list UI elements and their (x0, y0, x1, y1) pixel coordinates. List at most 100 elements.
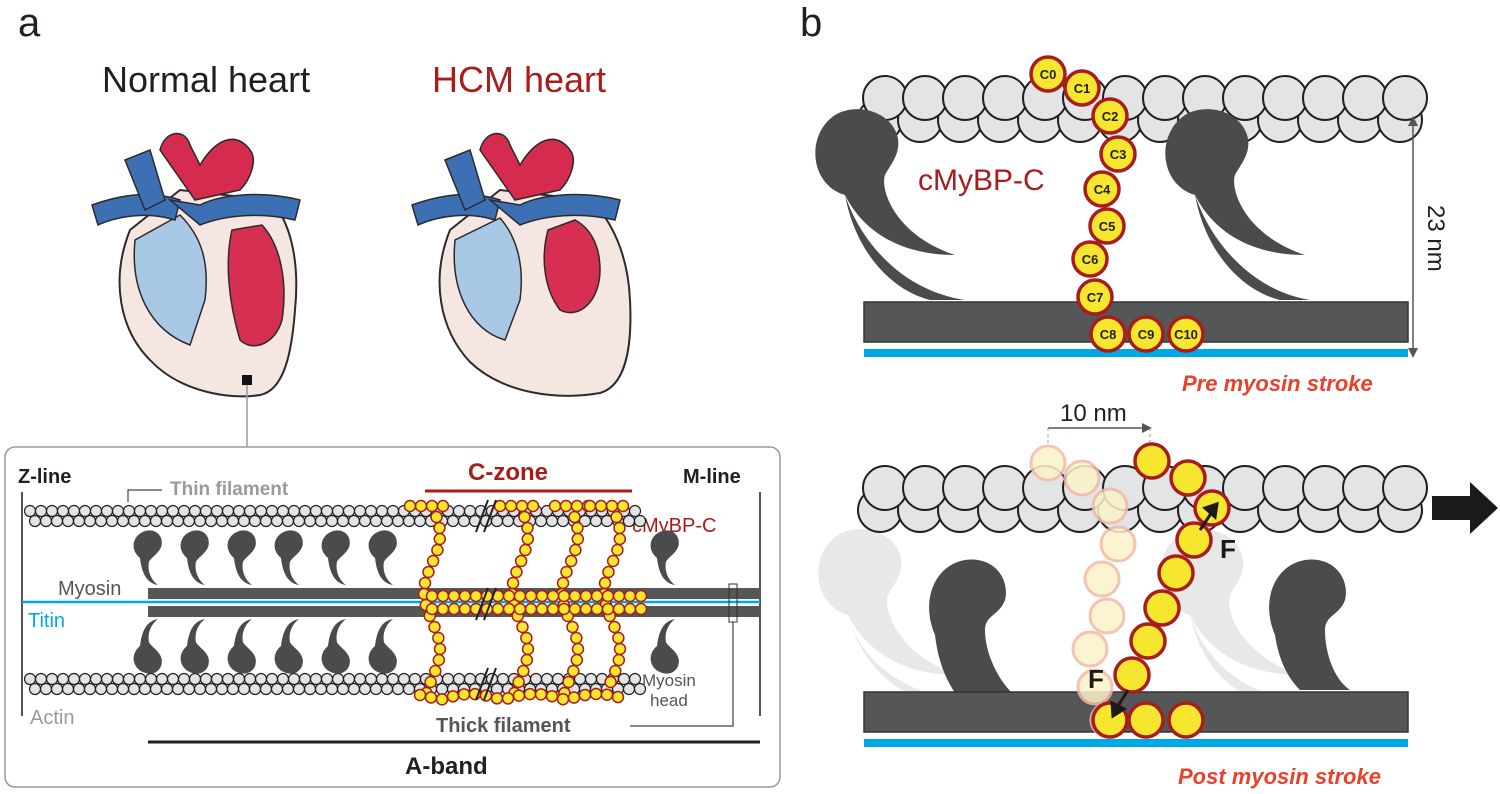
actin-bead (221, 504, 235, 518)
actin-bead (1382, 465, 1428, 511)
cmybpc-domain-label: C8 (1100, 327, 1117, 342)
cmybpc-bead (520, 631, 533, 645)
cmybpc-bead (557, 602, 571, 616)
actin-bead (34, 504, 48, 518)
actin-bead (902, 465, 948, 511)
cmybpc-bead (458, 602, 472, 616)
actin-bead (633, 514, 647, 528)
cmybpc-bead (601, 602, 615, 616)
actin-bead (28, 514, 42, 528)
cmybpc-domain (1127, 701, 1165, 739)
actin-bead (287, 672, 301, 686)
cmybpc-bead (431, 543, 444, 557)
actin-bead (628, 504, 642, 518)
actin-bead (116, 514, 130, 528)
pre-stroke-titin (864, 349, 1408, 357)
actin-bead (45, 672, 59, 686)
cmybpc-bead (433, 532, 447, 546)
cmybpc-bead (432, 631, 445, 645)
cmybpc-bead (424, 675, 437, 689)
actin-bead (1382, 75, 1428, 121)
actin-bead (1222, 75, 1268, 121)
cmybpc-bead (571, 521, 584, 535)
cmybpc-bead (560, 565, 573, 579)
actin-bead (386, 504, 400, 518)
actin-bead (237, 514, 251, 528)
actin-bead (177, 504, 191, 518)
cmybpc-bead (604, 675, 617, 689)
actin-bead (534, 514, 548, 528)
actin-bead (364, 672, 378, 686)
cmybpc-domain (1091, 97, 1129, 135)
pre-stroke-myosin-heads (815, 109, 1310, 300)
cmybpc-bead (634, 589, 648, 603)
titin-label: Titin (28, 610, 65, 632)
actin-bead (1302, 465, 1348, 511)
actin-bead (270, 514, 284, 528)
cmybpc-bead (425, 589, 439, 603)
cmybpc-bead (602, 565, 615, 579)
cmybpc-bead (566, 620, 579, 634)
cmybpc-domain (1175, 521, 1213, 559)
cmybpc-domain (1133, 442, 1171, 480)
cmybpc-domain-label: C5 (1099, 219, 1116, 234)
actin-bead (391, 682, 405, 696)
cmybpc-domain-label: C2 (1102, 109, 1119, 124)
actin-bead (50, 682, 64, 696)
cmybpc-bead (403, 499, 417, 513)
actin-bead (248, 514, 262, 528)
cmybpc-domain-label: C9 (1138, 327, 1155, 342)
cmybpc-bead (418, 576, 432, 590)
ghost-domain (1076, 668, 1114, 706)
cmybpc-bead (422, 565, 435, 579)
actin-bead (83, 682, 97, 696)
cmybpc-bead (515, 499, 529, 513)
cmybpc-bead (611, 543, 624, 557)
cmybpc-bead (520, 653, 534, 667)
actin-bead (902, 75, 948, 121)
actin-bead (100, 672, 114, 686)
cmybpc-bead (426, 554, 440, 568)
actin-bead (39, 514, 53, 528)
actin-label: Actin (30, 707, 74, 729)
cmybpc-bead (571, 642, 585, 656)
actin-bead (342, 504, 356, 518)
actin-bead (529, 672, 543, 686)
cmybpc-domain (1167, 701, 1205, 739)
cmybpc-bead (458, 589, 472, 603)
actin-bead (226, 514, 240, 528)
actin-bead (320, 504, 334, 518)
actin-bead (386, 672, 400, 686)
actin-bead (39, 682, 53, 696)
cmybpc-bead (613, 521, 626, 535)
cmybpc-bead (491, 602, 505, 616)
cmybpc-bead (546, 602, 560, 616)
actin-bead (298, 672, 312, 686)
cmybpc-bead (590, 602, 604, 616)
actin-bead (83, 514, 97, 528)
cmybpc-bead (634, 602, 648, 616)
m-line-label: M-line (683, 466, 741, 488)
actin-bead (325, 514, 339, 528)
thin-filament-label: Thin filament (170, 479, 289, 500)
actin-bead (408, 672, 422, 686)
actin-bead (149, 682, 163, 696)
cmybpc-bead (447, 602, 461, 616)
cmybpc-bead (571, 532, 585, 546)
actin-bead (199, 504, 213, 518)
actin-bead (1342, 465, 1388, 511)
actin-bead (281, 682, 295, 696)
actin-bead (490, 514, 504, 528)
actin-bead (589, 514, 603, 528)
actin-bead (259, 682, 273, 696)
cmybpc-bead (567, 664, 580, 678)
cmybpc-bead (425, 602, 439, 616)
actin-bead (188, 504, 202, 518)
force-arrows (1110, 501, 1219, 719)
cmybpc-bead (562, 675, 575, 689)
actin-bead (254, 672, 268, 686)
cmybpc-domain (1088, 207, 1126, 245)
cmybpc-bead (523, 687, 537, 701)
cmybpc-bead (608, 620, 621, 634)
cmybpc-bead (612, 653, 626, 667)
